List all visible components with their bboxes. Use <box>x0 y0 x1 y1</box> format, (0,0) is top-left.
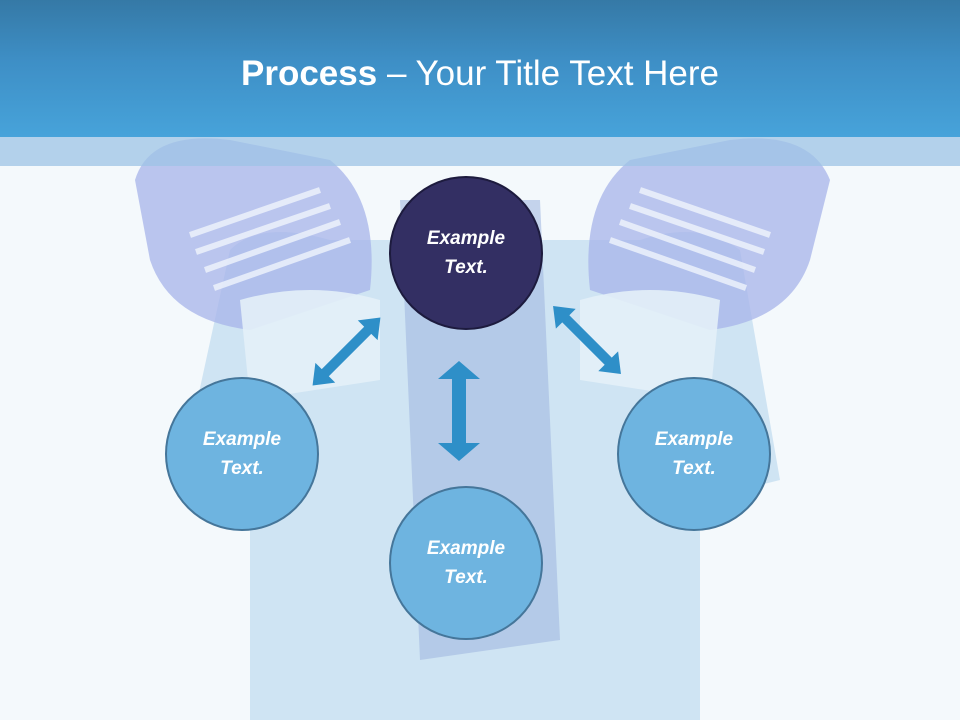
right-circle-text: Example Text. <box>654 429 734 479</box>
title-bar <box>0 0 960 137</box>
title-bold: Process <box>241 54 378 93</box>
bottom-circle-text: Example Text. <box>426 538 506 588</box>
center-circle-text: Example Text. <box>426 228 506 278</box>
title-rest: – Your Title Text Here <box>377 54 719 93</box>
center-circle: Example Text. <box>389 176 543 330</box>
slide-title: Process – Your Title Text Here <box>0 48 960 100</box>
left-circle-text: Example Text. <box>202 429 282 479</box>
bottom-circle: Example Text. <box>389 486 543 640</box>
left-circle: Example Text. <box>165 377 319 531</box>
right-circle: Example Text. <box>617 377 771 531</box>
header-band <box>0 137 960 166</box>
